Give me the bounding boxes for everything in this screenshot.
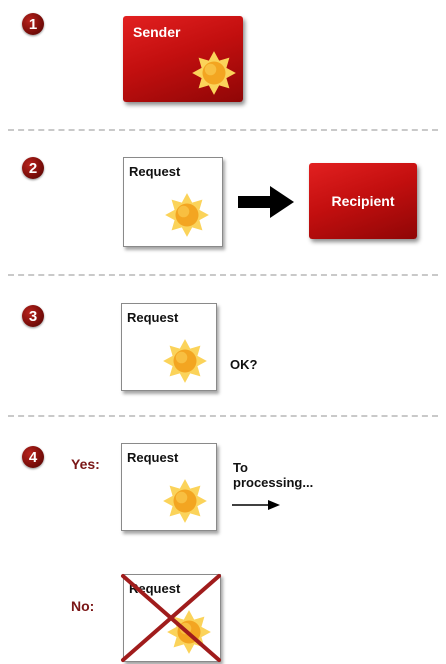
- request-card-step2: Request: [123, 157, 223, 247]
- sender-box: Sender: [123, 16, 243, 102]
- sun-icon: [163, 339, 207, 383]
- yes-label: Yes:: [71, 456, 100, 472]
- sender-label: Sender: [133, 24, 181, 40]
- recipient-box: Recipient: [309, 163, 417, 239]
- sun-icon: [163, 479, 207, 523]
- divider-3: [8, 415, 438, 417]
- divider-2: [8, 274, 438, 276]
- reject-cross-icon: [121, 574, 221, 662]
- sun-icon: [192, 51, 236, 95]
- request-label: Request: [129, 164, 181, 179]
- step-2-badge: 2: [22, 157, 44, 179]
- ok-question-text: OK?: [230, 357, 258, 372]
- no-label: No:: [71, 598, 95, 614]
- recipient-label: Recipient: [331, 193, 395, 209]
- request-label: Request: [127, 310, 179, 325]
- request-label: Request: [127, 450, 179, 465]
- processing-text-line2: processing...: [233, 475, 314, 490]
- arrow-right-icon: [238, 186, 294, 218]
- sun-icon: [165, 193, 209, 237]
- processing-text-line1: To: [233, 460, 248, 475]
- step-4-badge: 4: [22, 446, 44, 468]
- divider-1: [8, 129, 438, 131]
- step-3-badge: 3: [22, 305, 44, 327]
- arrow-right-icon: [232, 500, 280, 510]
- request-card-yes: Request: [121, 443, 217, 531]
- request-card-step3: Request: [121, 303, 217, 391]
- step-1-badge: 1: [22, 13, 44, 35]
